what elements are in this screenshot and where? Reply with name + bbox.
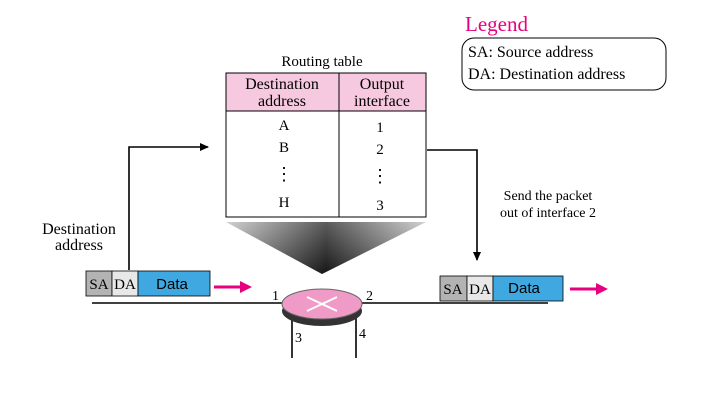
- send-label-line2: out of interface 2: [500, 206, 596, 221]
- outgoing-da-label: DA: [469, 282, 491, 298]
- outgoing-data-label: Data: [508, 280, 540, 297]
- send-arrow: [427, 149, 481, 261]
- outgoing-direction-arrow: [570, 283, 608, 295]
- header-output-line1: Output: [360, 76, 405, 93]
- incoming-da-label: DA: [114, 277, 136, 293]
- router-port-2: 2: [366, 289, 373, 304]
- router-port-4: 4: [359, 327, 366, 342]
- router-icon: [281, 288, 363, 326]
- legend-entry-sa: SA: Source address: [468, 44, 593, 61]
- header-destination-line2: address: [258, 93, 306, 110]
- outgoing-sa-label: SA: [443, 282, 462, 298]
- legend: Legend SA: Source address DA: Destinatio…: [461, 12, 667, 91]
- lookup-arrow: [128, 143, 209, 270]
- row-destination: B: [279, 140, 289, 156]
- row-destination: H: [279, 195, 290, 211]
- routing-table-title: Routing table: [281, 54, 363, 70]
- router-port-3: 3: [295, 331, 302, 346]
- routing-table: Routing table Destination address Output…: [225, 54, 427, 218]
- destination-address-label-line2: address: [55, 237, 103, 254]
- incoming-sa-label: SA: [89, 277, 108, 293]
- row-interface: 3: [376, 198, 384, 214]
- row-interface: ⋮: [371, 166, 389, 186]
- header-output-line2: interface: [354, 93, 410, 110]
- legend-box: [461, 37, 667, 91]
- incoming-packet: SA DA Data: [85, 270, 211, 297]
- destination-address-label-line1: Destination: [42, 221, 116, 238]
- incoming-direction-arrow: [214, 281, 252, 293]
- row-destination: ⋮: [275, 164, 293, 184]
- routing-table-header: [225, 72, 427, 112]
- table-funnel-shade: [226, 222, 426, 274]
- legend-entry-da: DA: Destination address: [468, 66, 625, 83]
- row-interface: 1: [376, 120, 384, 136]
- incoming-data-label: Data: [156, 276, 188, 293]
- router-port-1: 1: [272, 289, 279, 304]
- outgoing-packet: SA DA Data: [439, 275, 564, 302]
- legend-title: Legend: [465, 12, 528, 36]
- row-interface: 2: [376, 142, 384, 158]
- routing-table-body: [225, 110, 427, 218]
- header-destination-line1: Destination: [245, 76, 319, 93]
- row-destination: A: [279, 118, 290, 134]
- send-label-line1: Send the packet: [504, 189, 593, 204]
